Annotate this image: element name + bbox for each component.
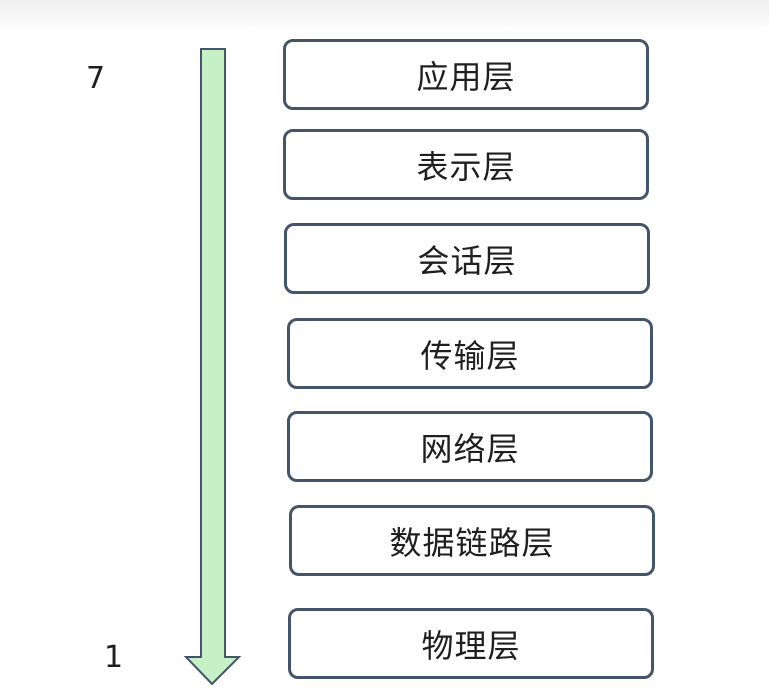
layer-label: 应用层 — [416, 57, 516, 96]
layer-box-transport: 传输层 — [287, 318, 653, 389]
layer-box-application: 应用层 — [283, 39, 649, 110]
layer-box-network: 网络层 — [287, 411, 653, 482]
layer-label: 网络层 — [420, 429, 520, 468]
layer-label: 物理层 — [421, 626, 521, 665]
bottom-layer-number: 1 — [104, 640, 124, 675]
layer-box-session: 会话层 — [284, 223, 650, 294]
layer-label: 数据链路层 — [389, 523, 555, 562]
top-shade-band — [0, 0, 769, 30]
layer-label: 传输层 — [420, 336, 520, 375]
layer-box-presentation: 表示层 — [283, 129, 649, 200]
layer-box-physical: 物理层 — [288, 608, 654, 679]
layer-label: 表示层 — [416, 147, 516, 186]
down-arrow-shape — [183, 48, 242, 686]
down-arrow — [183, 48, 242, 686]
layer-label: 会话层 — [417, 241, 517, 280]
top-layer-number: 7 — [86, 61, 106, 96]
layer-box-data-link: 数据链路层 — [289, 505, 655, 576]
